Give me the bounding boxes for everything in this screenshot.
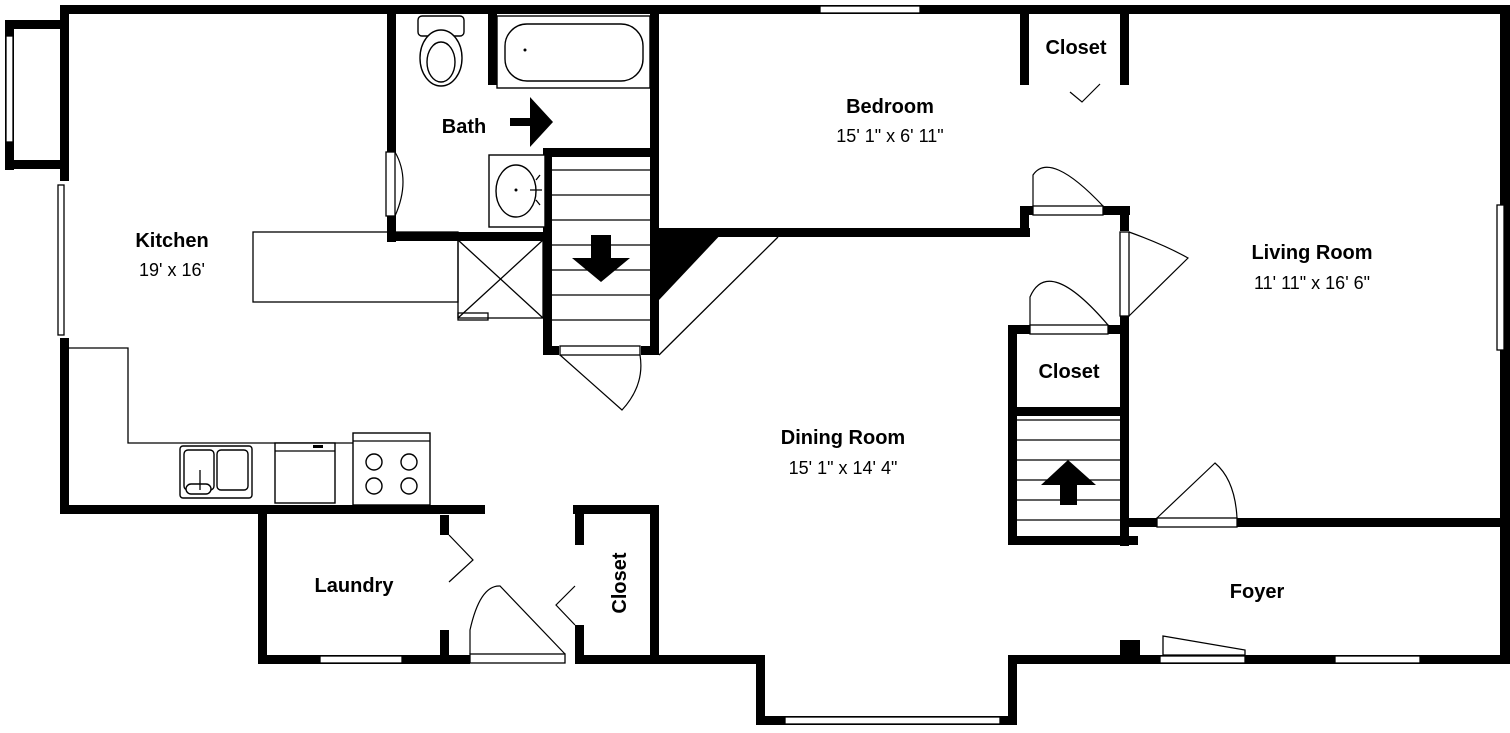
stairs-down [552,169,779,356]
interior-walls [387,5,1140,663]
bedroom-dims: 15' 1" x 6' 11" [836,126,943,146]
bath-sink-icon [488,154,546,228]
toilet-icon [417,15,465,87]
dining-room-dims: 15' 1" x 14' 4" [789,458,898,478]
pantry-box [457,239,544,321]
closet-vertical-name: Closet [609,552,631,613]
doors [385,83,1246,664]
kitchen-dims: 19' x 16' [139,260,205,280]
kitchen-fixtures [69,231,544,506]
foyer-name: Foyer [1230,581,1285,603]
windows [5,5,1505,725]
stairs-up [1017,419,1120,521]
bath-fixtures [417,15,651,228]
kitchen-sink-icon [179,445,253,499]
dining-room-name: Dining Room [781,427,905,449]
bath-name: Bath [442,116,486,138]
closet-top-name: Closet [1045,37,1106,59]
closet-mid-name: Closet [1038,361,1099,383]
bedroom-name: Bedroom [846,96,934,118]
living-room-dims: 11' 11" x 16' 6" [1254,273,1370,293]
laundry-name: Laundry [315,575,395,597]
down-arrow-icon [572,235,630,282]
stove-icon [352,432,431,506]
dishwasher-icon [274,442,336,504]
room-labels: Kitchen 19' x 16' Bedroom 15' 1" x 6' 11… [135,37,1372,614]
right-arrow-icon [510,97,553,147]
outer-walls [5,5,1510,725]
kitchen-island [252,231,459,303]
up-arrow-icon [1041,460,1096,505]
living-room-name: Living Room [1251,242,1372,264]
kitchen-name: Kitchen [135,230,208,252]
